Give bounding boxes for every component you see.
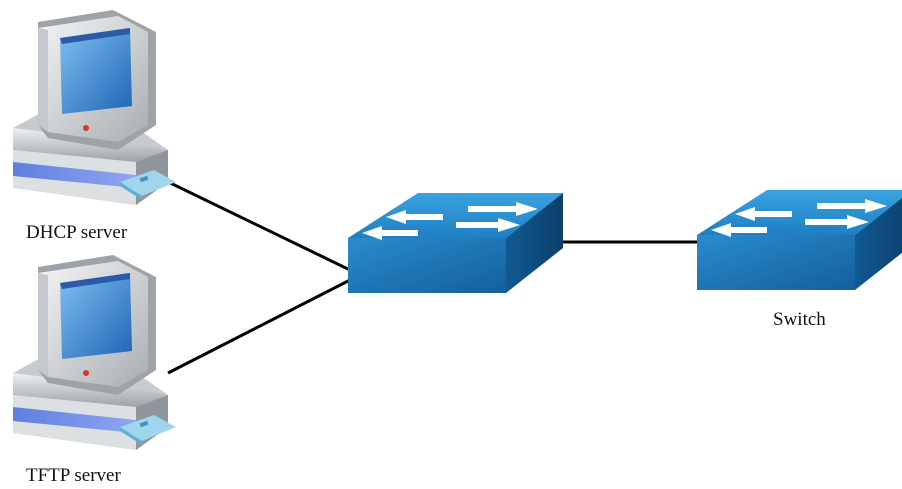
dhcp-server-label: DHCP server <box>26 222 128 243</box>
link-tftp-to-switch <box>167 278 351 375</box>
tftp-server-computer-icon <box>13 255 176 450</box>
central-switch-icon <box>348 193 563 293</box>
switch-icon <box>697 190 902 290</box>
link-lines <box>159 176 700 375</box>
link-dhcp-to-switch <box>159 176 351 272</box>
tftp-server-label: TFTP server <box>26 465 121 486</box>
switch-label: Switch <box>773 309 826 330</box>
dhcp-server-computer-icon <box>13 10 176 205</box>
